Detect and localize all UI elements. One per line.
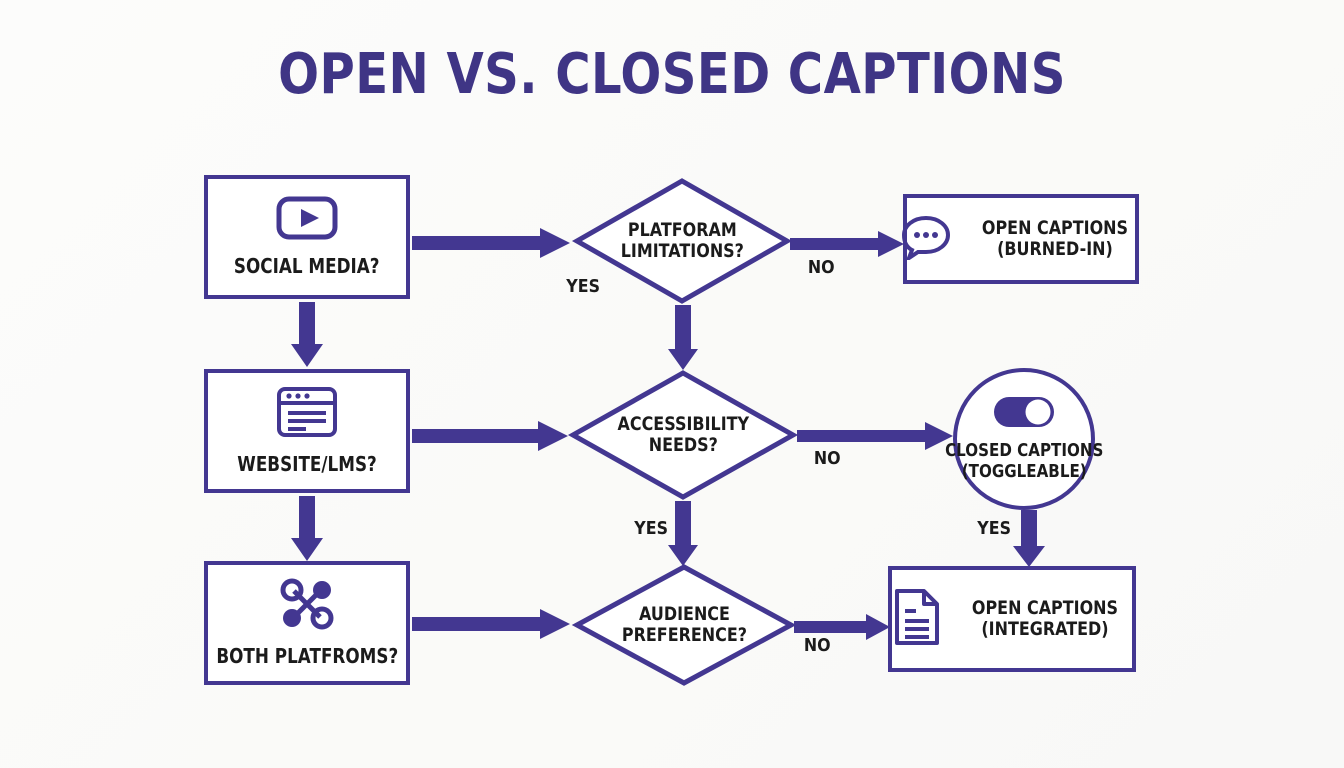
node-website-lms[interactable]: WEBSITE/LMS? <box>204 369 410 493</box>
arrow-social-to-platform <box>412 228 572 258</box>
play-button-icon <box>276 196 338 245</box>
node-social-media-label: SOCIAL MEDIA? <box>234 254 380 279</box>
node-open-captions-burned-in-line1: OPEN CAPTIONS <box>981 216 1129 239</box>
node-both-platforms-label: BOTH PLATFROMS? <box>216 644 398 669</box>
edge-label-accessibility-yes: YES <box>634 518 668 539</box>
node-social-media[interactable]: SOCIAL MEDIA? <box>204 175 410 299</box>
node-platform-limitations-line2: LIMITATIONS? <box>620 240 744 262</box>
edge-label-platform-no: NO <box>807 257 835 278</box>
node-closed-captions-line1: CLOSED CAPTIONS <box>944 440 1104 462</box>
browser-window-icon <box>276 386 338 443</box>
node-open-captions-burned-in-line2: (BURNED-IN) <box>997 238 1113 260</box>
node-open-captions-integrated-line1: OPEN CAPTIONS <box>971 596 1119 619</box>
node-accessibility-needs-line1: ACCESSIBILITY <box>617 412 749 435</box>
node-website-lms-label: WEBSITE/LMS? <box>237 452 377 477</box>
edge-label-accessibility-no: NO <box>813 448 841 469</box>
share-network-icon <box>278 578 336 635</box>
node-platform-limitations-line1: PLATFORAM <box>627 218 737 241</box>
node-platform-limitations[interactable]: PLATFORAM LIMITATIONS? <box>571 177 793 305</box>
arrow-audience-no <box>794 614 892 640</box>
arrow-closed-to-integrated-yes <box>1013 510 1045 568</box>
arrow-accessibility-yes <box>668 501 698 567</box>
edge-label-platform-yes: YES <box>566 276 600 297</box>
node-audience-preference-line2: PREFERENCE? <box>621 624 747 646</box>
node-accessibility-needs-line2: NEEDS? <box>648 434 718 456</box>
arrow-website-to-both <box>291 496 323 562</box>
node-audience-preference-line1: AUDIENCE <box>638 602 730 625</box>
node-audience-preference[interactable]: AUDIENCE PREFERENCE? <box>571 563 797 687</box>
document-icon <box>892 588 942 651</box>
arrow-website-to-accessibility <box>412 421 570 451</box>
node-open-captions-integrated[interactable]: OPEN CAPTIONS (INTEGRATED) <box>888 566 1136 672</box>
edge-label-closed-yes: YES <box>977 518 1011 539</box>
node-open-captions-integrated-line2: (INTEGRATED) <box>981 618 1109 640</box>
arrow-both-to-audience <box>412 609 572 639</box>
page-title: OPEN VS. CLOSED CAPTIONS <box>278 42 1066 107</box>
node-both-platforms[interactable]: BOTH PLATFROMS? <box>204 561 410 685</box>
node-open-captions-burned-in[interactable]: OPEN CAPTIONS (BURNED-IN) <box>900 194 1139 284</box>
arrow-platform-to-accessibility <box>668 305 698 371</box>
node-accessibility-needs[interactable]: ACCESSIBILITY NEEDS? <box>567 369 799 501</box>
arrow-accessibility-no <box>797 422 955 450</box>
speech-bubble-icon <box>900 214 952 265</box>
arrow-platform-no <box>790 231 906 257</box>
arrow-social-to-website <box>291 302 323 368</box>
edge-label-audience-no: NO <box>803 635 831 656</box>
node-closed-captions-line2: (TOGGLEABLE) <box>961 460 1087 482</box>
node-closed-captions-toggleable[interactable]: CLOSED CAPTIONS (TOGGLEABLE) <box>945 368 1103 510</box>
toggle-switch-icon[interactable] <box>993 396 1055 433</box>
